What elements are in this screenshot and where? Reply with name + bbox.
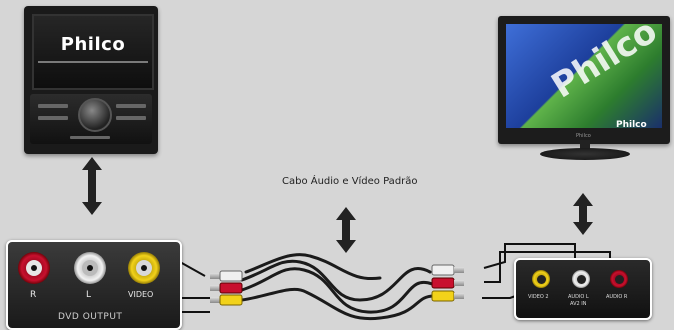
tv-jack-audio-r: [610, 270, 628, 288]
jack-yellow: [128, 252, 160, 284]
tv-jack-hole: [577, 275, 586, 284]
jack-label-video: VIDEO: [128, 290, 153, 299]
tv-jack-label-audio-r: AUDIO R: [606, 294, 627, 300]
jack-hole: [141, 265, 147, 271]
jack-ring: [82, 260, 98, 276]
tv-jack-video: [532, 270, 550, 288]
right-plug-white: [432, 265, 464, 275]
jack-label-r: R: [30, 290, 36, 300]
tv-jack-sublabel-av2: AV2 IN: [570, 301, 587, 307]
double-arrow-cable-icon: [336, 207, 356, 253]
tv-jack-label-video: VIDEO 2: [528, 294, 549, 300]
left-plug-yellow: [210, 295, 242, 305]
left-plug-white: [210, 271, 242, 281]
av-cable: [242, 255, 434, 319]
jack-hole: [31, 265, 37, 271]
tv-input-panel: VIDEO 2 AUDIO L AV2 IN AUDIO R: [514, 258, 652, 320]
jack-red: [18, 252, 50, 284]
right-plug-red: [432, 278, 464, 288]
tv-jack-label-audio-l: AUDIO L: [568, 294, 589, 300]
dvd-output-panel: R L VIDEO DVD OUTPUT: [6, 240, 182, 330]
jack-white: [74, 252, 106, 284]
double-arrow-tv-icon: [573, 193, 593, 235]
tv-jack-hole: [537, 275, 546, 284]
double-arrow-dvd-icon: [82, 157, 102, 215]
tv-jack-audio-l: [572, 270, 590, 288]
left-plug-red: [210, 283, 242, 293]
left-rca-plugs: [210, 271, 242, 305]
jack-ring: [26, 260, 42, 276]
dvd-output-title: DVD OUTPUT: [58, 312, 122, 322]
jack-ring: [136, 260, 152, 276]
tv-jack-hole: [615, 275, 624, 284]
right-rca-plugs: [432, 265, 464, 301]
jack-label-l: L: [86, 290, 91, 300]
right-plug-yellow: [432, 291, 464, 301]
jack-hole: [87, 265, 93, 271]
